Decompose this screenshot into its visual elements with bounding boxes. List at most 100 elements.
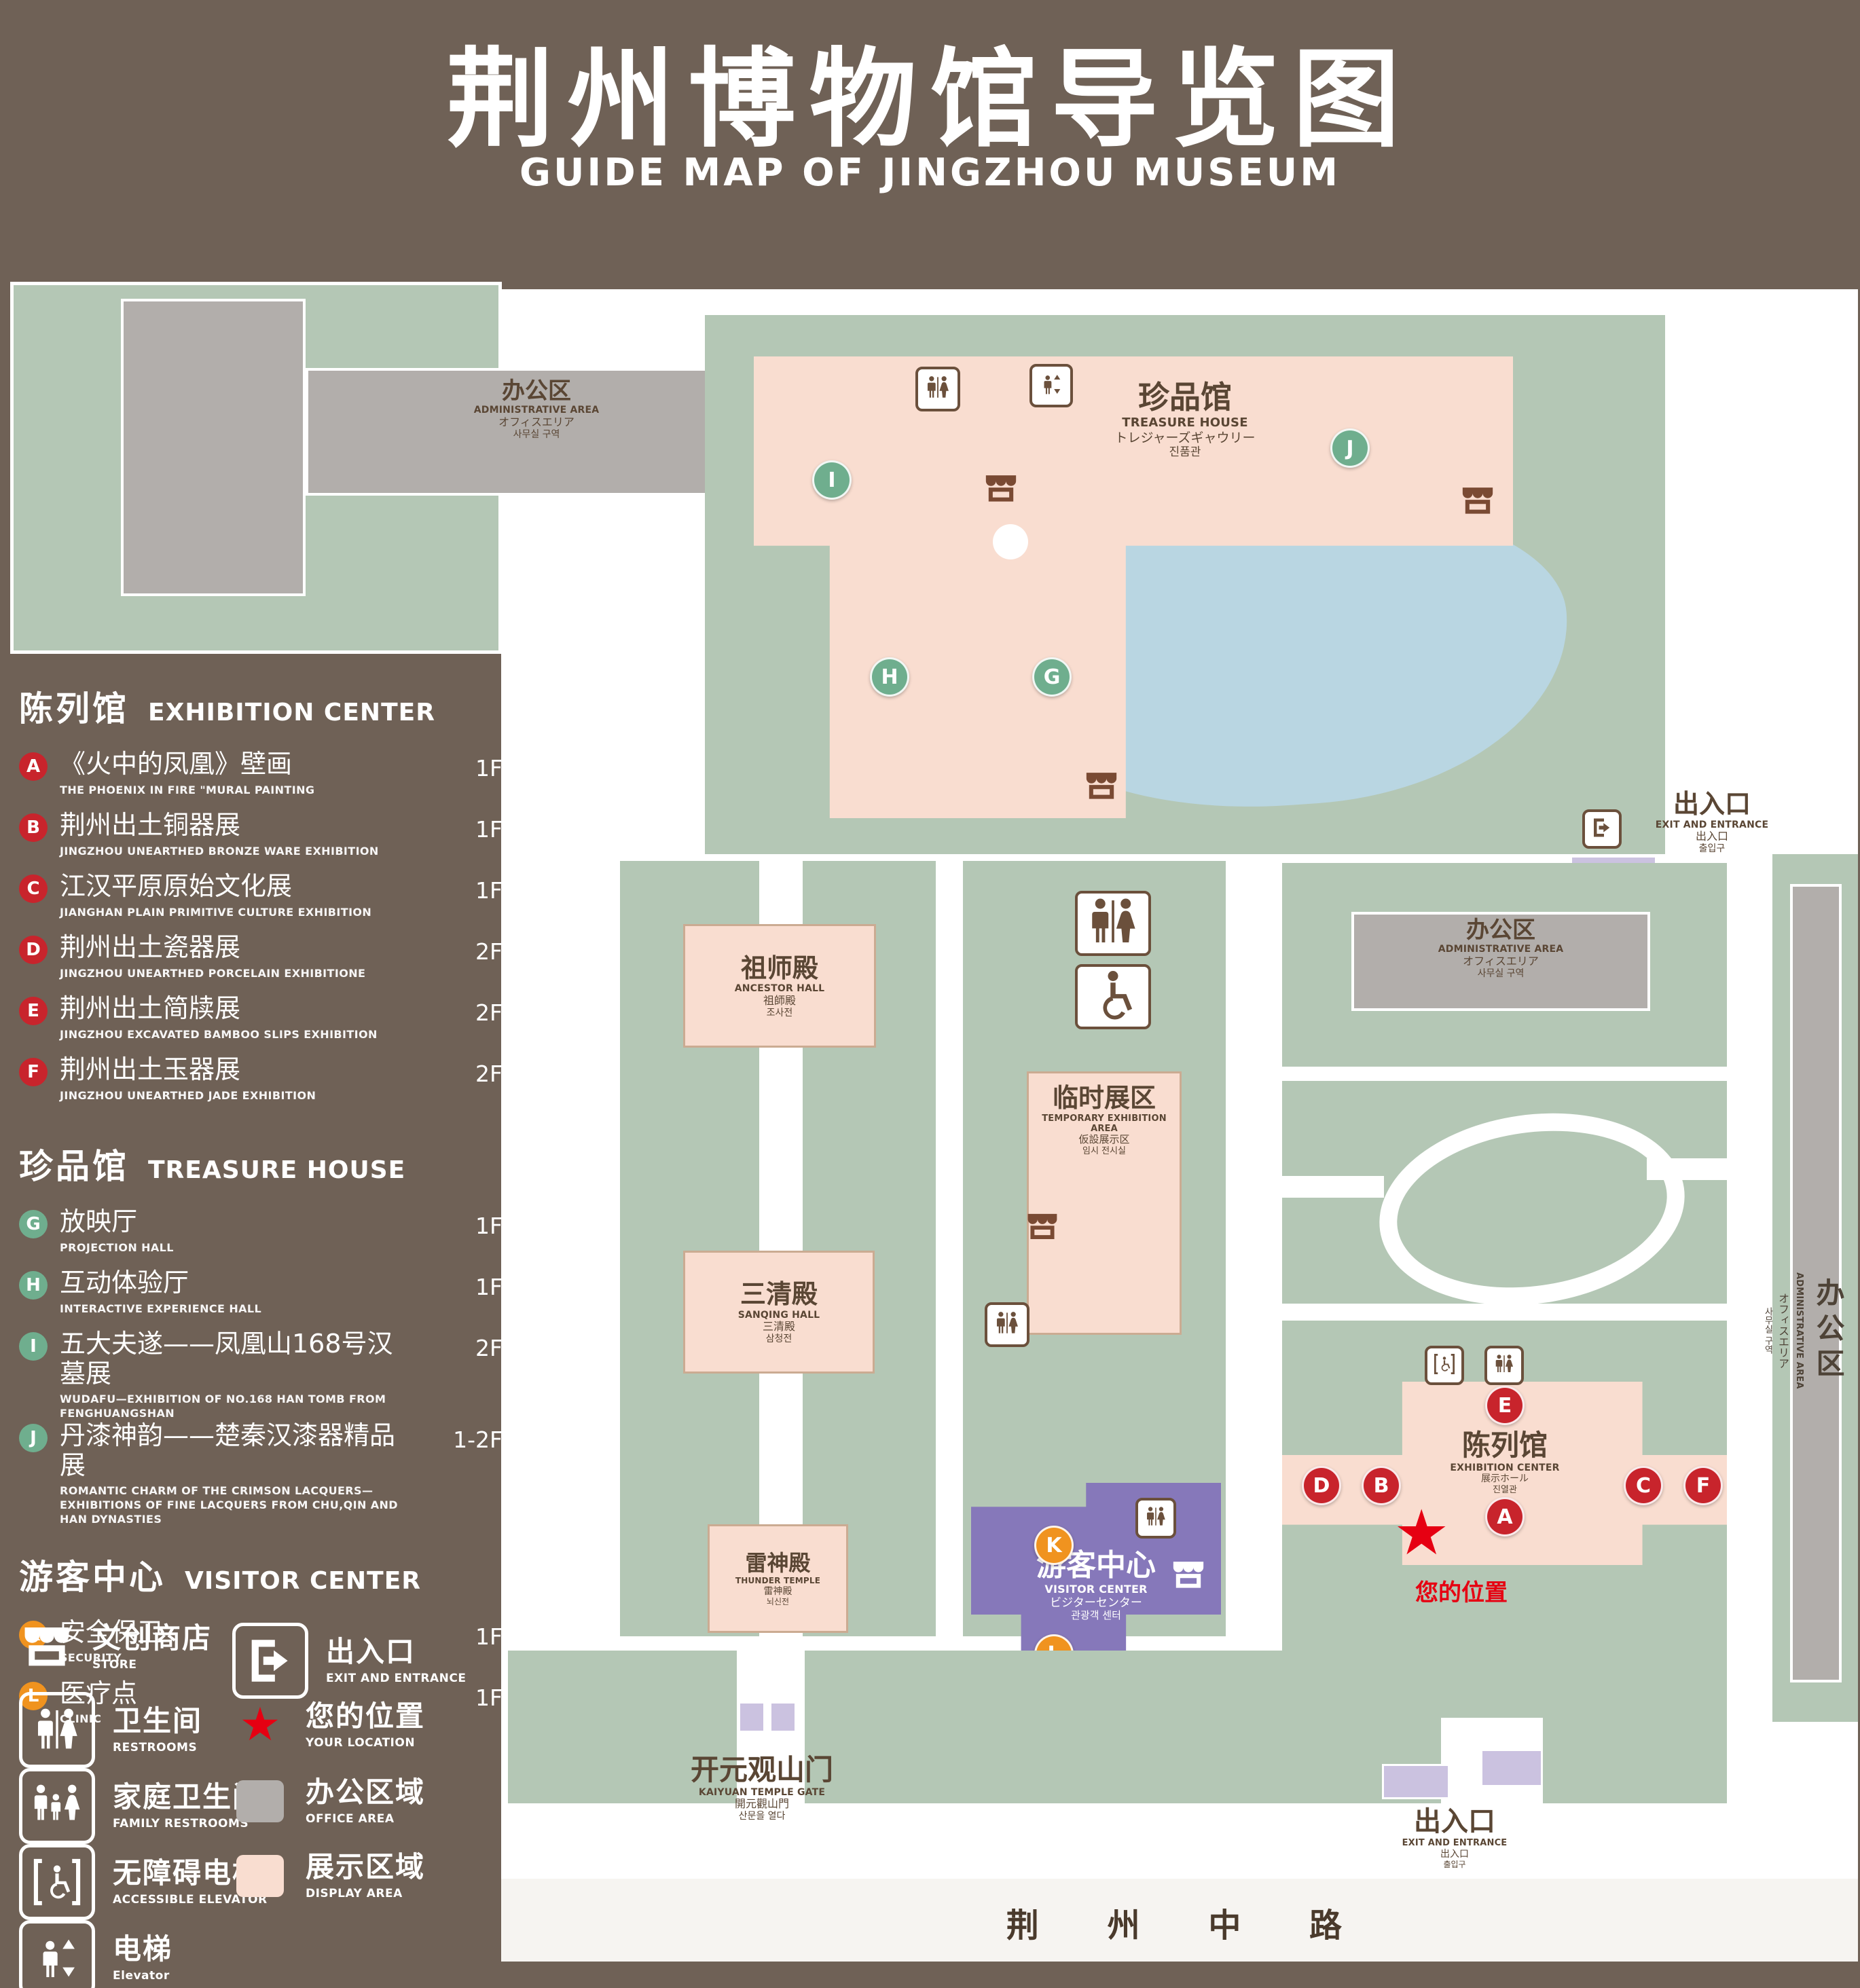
restroom-icon-glyph — [923, 373, 953, 405]
entry-floor: 1-2F — [453, 1426, 503, 1453]
map-marker-c: C — [1624, 1466, 1663, 1505]
legend-en: OFFICE AREA — [306, 1811, 395, 1826]
legend-family-restrooms: 家庭卫生间 FAMILY RESTROOMS — [19, 1768, 262, 1844]
gate-en: KAIYUAN TEMPLE GATE — [698, 1786, 826, 1798]
treasure-name-zh: 珍品馆 — [1138, 379, 1232, 416]
legend-zh: 办公区域 — [306, 1775, 426, 1809]
entry-zh: 安全保卫 — [60, 1617, 164, 1647]
legend-your-location: ★ 您的位置 YOUR LOCATION — [232, 1697, 425, 1753]
legend-restrooms: 卫生间 RESTROOMS — [19, 1692, 202, 1768]
exhibition-en: EXHIBITION CENTER — [1450, 1462, 1560, 1473]
exit-south-building — [1382, 1764, 1450, 1799]
ancestor-en: ANCESTOR HALL — [734, 983, 825, 995]
legend-en: STORE — [92, 1657, 137, 1672]
marker-badge-f: F — [19, 1058, 48, 1086]
section-heading-exhibition-center: 陈列馆 EXHIBITION CENTER — [19, 682, 503, 731]
admin-east-label: 办公区 ADMINISTRATIVE AREA オフィスエリア 사무실 구역 — [1351, 917, 1650, 979]
entry-zh: 《火中的凤凰》壁画 — [60, 749, 293, 779]
grounds-south-strip — [508, 1651, 1282, 1803]
road — [501, 1879, 1858, 1962]
exit-ne-zh: 出入口 — [1673, 789, 1751, 819]
legend-entry-k: K 安全保卫 SECURITY 1F — [19, 1617, 503, 1679]
garden-path — [1647, 1158, 1727, 1180]
legend-accessible-elevator: 无障碍电梯 ACCESSIBLE ELEVATOR — [19, 1844, 268, 1920]
page-title: 荆州博物馆导览图 — [446, 37, 1414, 162]
legend-zh: 家庭卫生间 — [113, 1780, 263, 1814]
entry-en: ROMANTIC CHARM OF THE CRIMSON LACQUERS—E… — [60, 1484, 398, 1526]
star-glyph: ★ — [239, 1698, 281, 1752]
map-marker-f: F — [1683, 1466, 1723, 1505]
restroom-icon-glyph — [992, 1308, 1022, 1341]
family-restroom-icon — [19, 1768, 95, 1844]
exhibition-jp: 展示ホール — [1481, 1473, 1529, 1485]
restroom-icon — [1484, 1346, 1524, 1385]
exit-south-kr: 출입구 — [1443, 1860, 1466, 1870]
restroom-icon — [985, 1302, 1029, 1347]
admin-nw-building-west — [121, 299, 306, 596]
restroom-icon-glyph — [1082, 891, 1144, 955]
legend-zh: 卫生间 — [113, 1704, 203, 1738]
sidebar-legend: 陈列馆 EXHIBITION CENTER A 《火中的凤凰》壁画 THE PH… — [19, 682, 503, 1740]
exit-south-building — [1480, 1749, 1543, 1787]
legend-zh: 出入口 — [326, 1635, 416, 1669]
pond — [993, 524, 1028, 559]
map-marker-g: G — [1032, 657, 1072, 697]
exit-ne-kr: 출입구 — [1698, 843, 1726, 855]
exit-icon — [232, 1623, 308, 1699]
store-icon — [19, 1619, 75, 1675]
exit-ne-en: EXIT AND ENTRANCE — [1655, 819, 1769, 830]
map-marker-i: I — [812, 460, 852, 500]
admin-strip-jp: オフィスエリア — [1776, 1293, 1790, 1369]
accessible-elevator-icon — [1425, 1346, 1464, 1385]
exit-icon — [1582, 809, 1622, 849]
admin-strip-zh: 办公区 — [1812, 1278, 1845, 1384]
legend-zh: 文创商店 — [92, 1621, 213, 1655]
map-marker-k: K — [1034, 1526, 1074, 1565]
store-icon-glyph — [1459, 482, 1497, 523]
admin-east-strip-label: 办公区 ADMINISTRATIVE AREA オフィスエリア 사무실 구역 — [1762, 1107, 1851, 1555]
gate-kr: 산문을 열다 — [738, 1810, 786, 1822]
section-title-zh: 游客中心 — [19, 1557, 166, 1597]
accessible-restroom-icon — [1075, 964, 1151, 1029]
store-icon-glyph — [1169, 1556, 1207, 1594]
store-icon-glyph — [1024, 1209, 1061, 1248]
legend-entry-j: J 丹漆神韵——楚秦汉漆器精品展 ROMANTIC CHARM OF THE C… — [19, 1420, 503, 1527]
entry-zh: 互动体验厅 — [60, 1268, 189, 1297]
your-location-label: 您的位置 — [1415, 1579, 1508, 1606]
entry-en: INTERACTIVE EXPERIENCE HALL — [60, 1302, 262, 1315]
restroom-icon — [1075, 891, 1151, 956]
legend-entry-d: D 荆州出土瓷器展 JINGZHOU UNEARTHED PORCELAIN E… — [19, 932, 503, 994]
entry-zh: 五大夫遂——凤凰山168号汉墓展 — [60, 1329, 393, 1388]
legend-zh: 电梯 — [113, 1932, 173, 1966]
admin-east-kr: 사무실 구역 — [1477, 968, 1525, 979]
entry-en: JIANGHAN PLAIN PRIMITIVE CULTURE EXHIBIT… — [60, 905, 372, 919]
entry-floor: 1F — [475, 1684, 503, 1711]
marker-badge-b: B — [19, 813, 48, 842]
gate-door — [769, 1701, 797, 1733]
legend-entry-c: C 江汉平原原始文化展 JIANGHAN PLAIN PRIMITIVE CUL… — [19, 871, 503, 933]
section-title-zh: 陈列馆 — [19, 689, 129, 729]
map-marker-d: D — [1302, 1466, 1341, 1505]
admin-east-en: ADMINISTRATIVE AREA — [1438, 944, 1564, 955]
exit-icon-glyph — [1590, 815, 1614, 843]
legend-entry-g: G 放映厅 PROJECTION HALL 1F — [19, 1207, 503, 1268]
section-title-zh: 珍品馆 — [19, 1147, 129, 1186]
exhibition-zh: 陈列馆 — [1461, 1429, 1548, 1462]
restroom-icon — [19, 1692, 95, 1768]
accessible-elevator-icon-glyph — [1432, 1352, 1457, 1379]
map-marker-h: H — [870, 657, 909, 697]
marker-badge-g: G — [19, 1210, 48, 1238]
store-icon — [1024, 1209, 1061, 1245]
exit-ne-label: 出入口 EXIT AND ENTRANCE 出入口 출입구 — [1627, 789, 1797, 855]
exit-south-en: EXIT AND ENTRANCE — [1402, 1838, 1508, 1849]
office-area-swatch — [232, 1773, 288, 1829]
admin-east-strip-building — [1790, 884, 1842, 1682]
store-icon — [1459, 482, 1497, 520]
entry-floor: 2F — [475, 999, 503, 1026]
store-icon-glyph — [982, 470, 1020, 511]
entry-zh: 放映厅 — [60, 1207, 138, 1236]
marker-badge-d: D — [19, 936, 48, 964]
elevator-icon — [19, 1920, 95, 1988]
admin-east-jp: オフィスエリア — [1463, 954, 1539, 968]
